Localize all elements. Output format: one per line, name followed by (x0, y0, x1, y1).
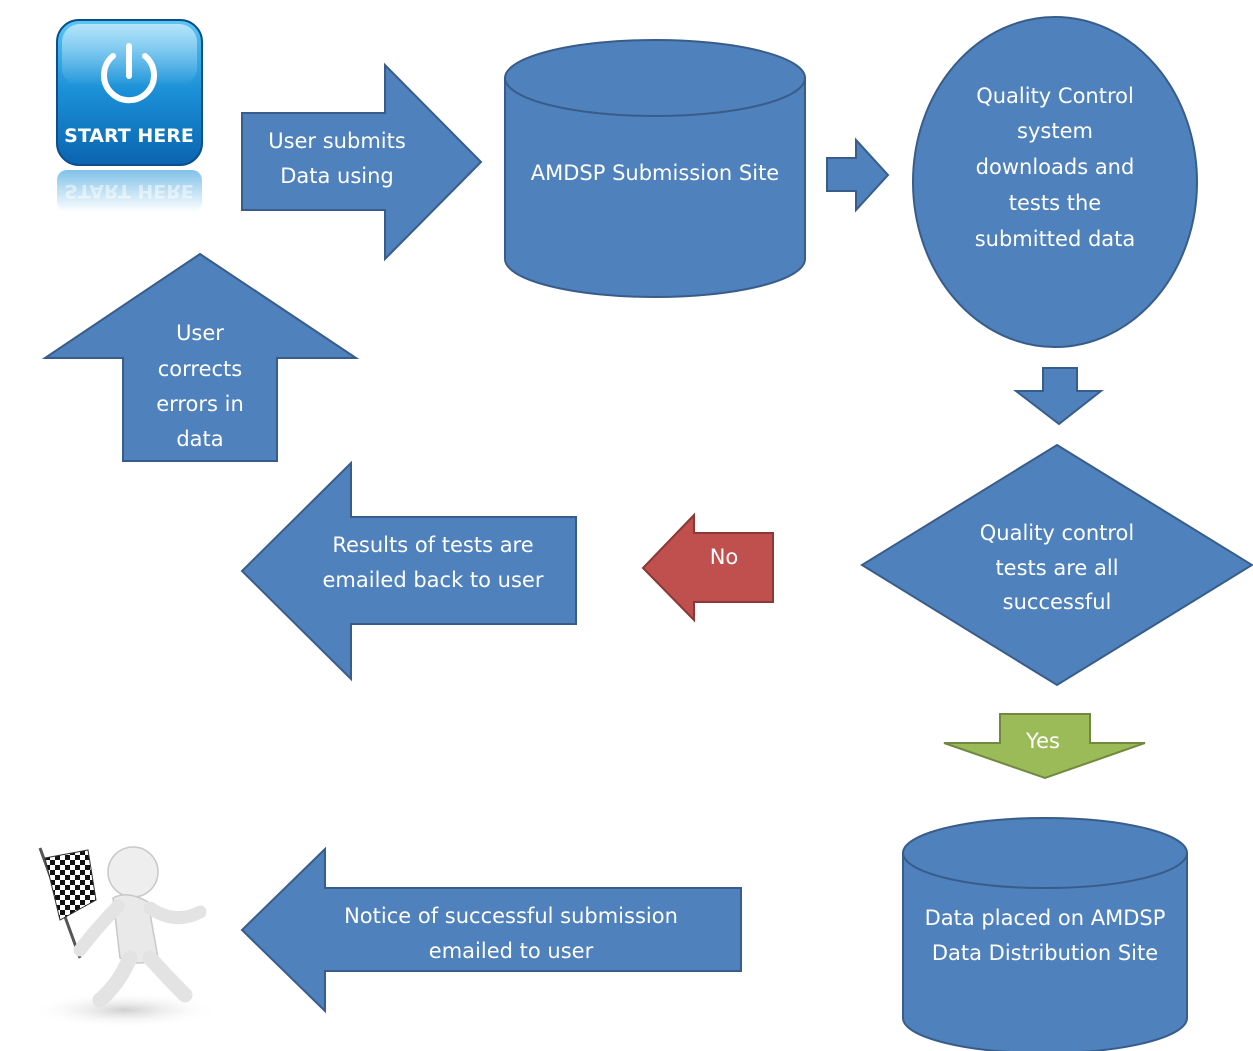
to-qc-arrow (826, 137, 890, 213)
yes-label: Yes (1025, 729, 1060, 753)
to-decision-arrow (1013, 367, 1104, 426)
start-here-button[interactable]: START HERE (56, 19, 203, 166)
qc-system-line-5: submitted data (975, 227, 1136, 251)
checkered-flag-figure-icon (30, 846, 220, 1028)
qc-decision-line-1: Quality control (980, 521, 1135, 545)
no-label: No (710, 545, 739, 569)
start-here-label: START HERE (64, 125, 194, 147)
user-corrects-line-4: data (176, 427, 223, 451)
notice-emailed-line-2: emailed to user (429, 939, 594, 963)
user-submits-line-2: Data using (280, 164, 394, 188)
qc-system-line-1: Quality Control (976, 84, 1134, 108)
qc-decision-diamond: Quality control tests are all successful (860, 443, 1253, 687)
yes-arrow: Yes (943, 713, 1146, 780)
start-button-reflection: START HERE (57, 170, 202, 212)
power-icon (101, 43, 157, 104)
qc-decision-line-3: successful (1003, 590, 1112, 614)
user-submits-line-1: User submits (268, 129, 406, 153)
notice-emailed-line-1: Notice of successful submission (344, 904, 678, 928)
qc-system-ellipse: Quality Control system downloads and tes… (912, 16, 1198, 348)
results-emailed-line-1: Results of tests are (332, 533, 533, 557)
qc-system-line-3: downloads and (976, 155, 1135, 179)
no-arrow: No (641, 512, 774, 623)
user-corrects-arrow: User corrects errors in data (41, 252, 360, 462)
user-submits-arrow: User submits Data using (241, 62, 483, 262)
submission-site-cylinder: AMDSP Submission Site (504, 39, 806, 298)
results-emailed-arrow: Results of tests are emailed back to use… (240, 460, 577, 682)
results-emailed-line-2: emailed back to user (323, 568, 544, 592)
submission-site-label: AMDSP Submission Site (531, 161, 779, 185)
distribution-site-cylinder: Data placed on AMDSP Data Distribution S… (902, 817, 1188, 1051)
qc-system-line-4: tests the (1009, 191, 1101, 215)
user-corrects-line-1: User (176, 321, 224, 345)
user-corrects-line-2: corrects (158, 357, 242, 381)
notice-emailed-arrow: Notice of successful submission emailed … (240, 846, 742, 1014)
distribution-site-line-1: Data placed on AMDSP (925, 906, 1166, 930)
start-here-reflection-label: START HERE (64, 180, 194, 202)
qc-decision-line-2: tests are all (995, 556, 1118, 580)
qc-system-line-2: system (1017, 119, 1093, 143)
distribution-site-line-2: Data Distribution Site (932, 941, 1158, 965)
user-corrects-line-3: errors in (156, 392, 244, 416)
